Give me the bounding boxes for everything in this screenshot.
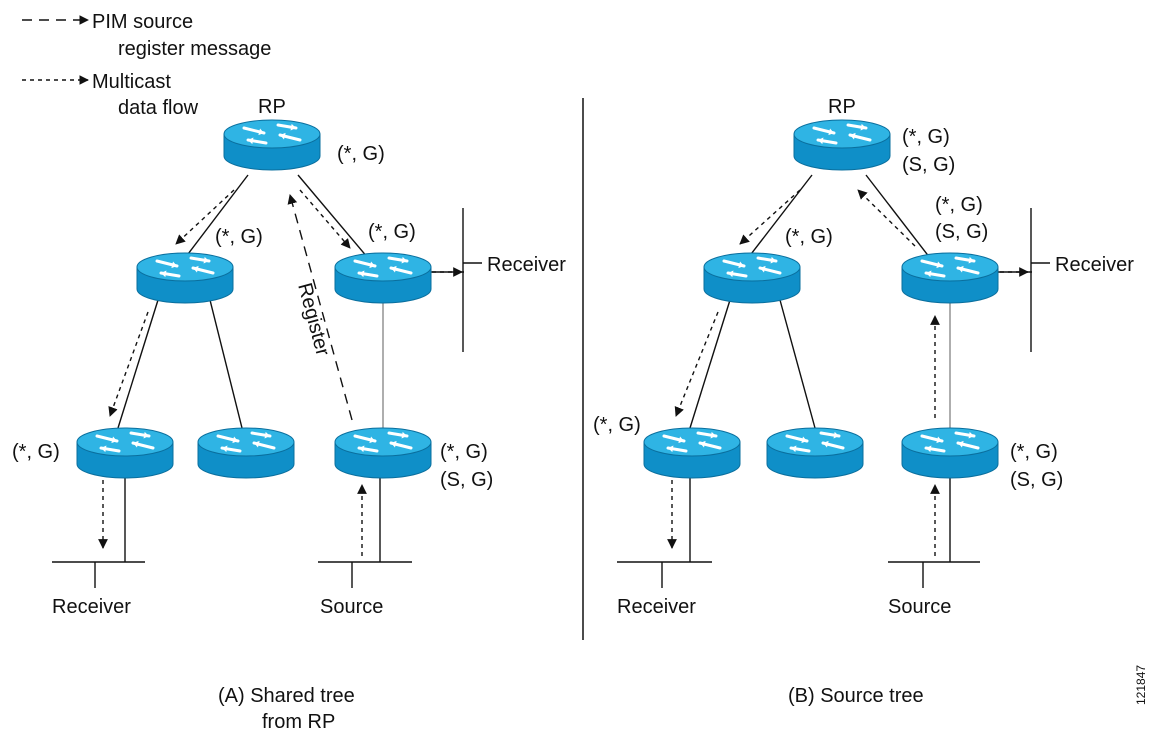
panel-a-links <box>52 174 482 588</box>
panel-b-receiver-bottom: Receiver <box>617 596 696 618</box>
panel-b-source-label: Source <box>888 596 951 618</box>
legend-data-flow-label-2: data flow <box>118 97 199 119</box>
legend-register-label-2: register message <box>118 38 271 60</box>
router-icon <box>334 427 432 479</box>
router-icon <box>334 252 432 304</box>
legend: PIM source register message Multicast da… <box>22 11 271 119</box>
panel-b-labels: RP (*, G) (S, G) (*, G) (*, G) (S, G) Re… <box>593 96 1134 707</box>
legend-register-label-1: PIM source <box>92 11 193 33</box>
router-icon <box>766 427 864 479</box>
panel-a-bottom-left-state: (*, G) <box>12 441 60 463</box>
figure-id: 121847 <box>1134 665 1148 705</box>
panel-b-receiver-right: Receiver <box>1055 254 1134 276</box>
panel-b-bottom-left-state: (*, G) <box>593 414 641 436</box>
panel-b-flows <box>667 189 1029 556</box>
panel-a-caption-2: from RP <box>262 711 335 733</box>
router-icon <box>223 119 321 171</box>
panel-b-right-mid-state-2: (S, G) <box>935 221 988 243</box>
routers <box>76 119 999 479</box>
panel-a-source-label: Source <box>320 596 383 618</box>
panel-b-source-router-state-2: (S, G) <box>1010 469 1063 491</box>
legend-data-flow-label-1: Multicast <box>92 71 171 93</box>
panel-a-receiver-bottom: Receiver <box>52 596 131 618</box>
panel-b-source-router-state-1: (*, G) <box>1010 441 1058 463</box>
panel-a-caption-1: (A) Shared tree <box>218 685 355 707</box>
panel-a-right-mid-state: (*, G) <box>368 221 416 243</box>
router-icon <box>136 252 234 304</box>
panel-b-rp-label: RP <box>828 96 856 118</box>
panel-b-left-mid-state: (*, G) <box>785 226 833 248</box>
panel-a-flows <box>98 189 463 556</box>
router-icon <box>703 252 801 304</box>
router-icon <box>901 427 999 479</box>
panel-a-source-router-state-1: (*, G) <box>440 441 488 463</box>
panel-a-labels: RP (*, G) (*, G) (*, G) Receiver Registe… <box>12 96 566 733</box>
panel-a-rp-state: (*, G) <box>337 143 385 165</box>
panel-b-rp-state-1: (*, G) <box>902 126 950 148</box>
router-icon <box>793 119 891 171</box>
router-icon <box>901 252 999 304</box>
panel-b-rp-state-2: (S, G) <box>902 154 955 176</box>
panel-b-caption: (B) Source tree <box>788 685 924 707</box>
panel-b-right-mid-state-1: (*, G) <box>935 194 983 216</box>
panel-a-source-router-state-2: (S, G) <box>440 469 493 491</box>
panel-a-left-mid-state: (*, G) <box>215 226 263 248</box>
router-icon <box>197 427 295 479</box>
panel-a-register-label: Register <box>293 281 334 359</box>
panel-a-receiver-right: Receiver <box>487 254 566 276</box>
router-icon <box>76 427 174 479</box>
panel-b-links <box>617 174 1050 588</box>
panel-a-rp-label: RP <box>258 96 286 118</box>
router-icon <box>643 427 741 479</box>
